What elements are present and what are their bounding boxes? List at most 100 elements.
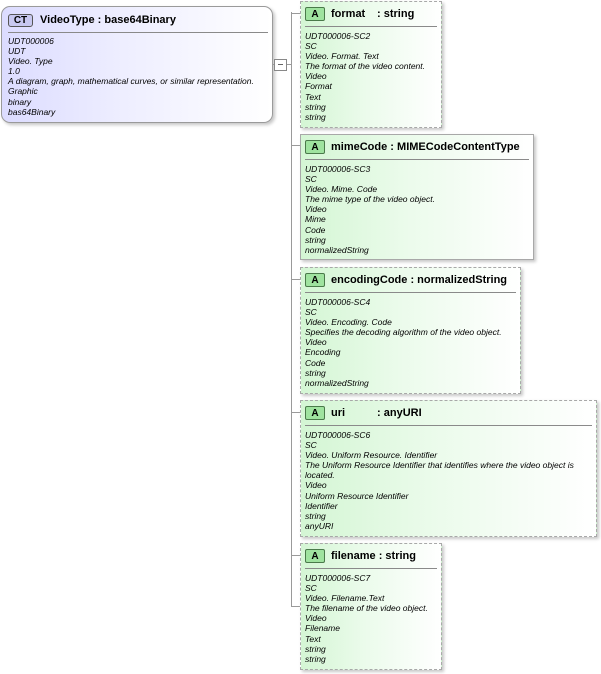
complex-type-name: VideoType	[40, 14, 95, 26]
annotation-line: normalizedString	[305, 377, 369, 388]
complex-type-annotations: UDT000006 UDT Video. Type 1.0 A diagram,…	[8, 36, 254, 117]
type-separator: :	[94, 14, 105, 26]
annotation-line: Code	[305, 224, 326, 235]
tree-trunk-line	[291, 12, 292, 607]
attribute-type: anyURI	[383, 407, 422, 419]
annotation-line: Video. Mime. Code	[305, 184, 378, 195]
annotation-line: UDT000006-SC4	[305, 297, 371, 307]
annotation-line: Video	[305, 204, 327, 215]
annotation-line: Video. Uniform Resource. Identifier	[305, 450, 438, 461]
annotation-line: UDT000006-SC7	[305, 573, 371, 583]
attribute-box-encodingcode[interactable]: A encodingCode : normalizedString UDT000…	[300, 267, 521, 394]
attribute-type: normalizedString	[417, 274, 508, 286]
attribute-type: string	[385, 550, 416, 562]
annotation-line: binary	[8, 96, 32, 107]
annotation-line: Filename	[305, 623, 340, 634]
annotation-line: The format of the video content.	[305, 61, 426, 72]
annotation-line: Code	[305, 357, 326, 368]
annotation-line: UDT	[8, 46, 26, 57]
annotation-line: Video. Encoding. Code	[305, 317, 392, 328]
complex-type-icon: CT	[8, 13, 33, 27]
annotation-line: Mime	[305, 214, 326, 225]
annotation-line: Video. Filename.Text	[305, 593, 385, 604]
annotation-line: string	[305, 101, 326, 112]
attribute-name: mimeCode	[331, 141, 388, 153]
annotation-line: The mime type of the video object.	[305, 194, 435, 205]
annotation-line: Video	[305, 337, 327, 348]
annotation-line: Text	[305, 91, 321, 102]
connector-line	[287, 64, 291, 65]
connector-line	[291, 412, 300, 413]
connector-line	[291, 555, 300, 556]
divider	[305, 568, 437, 569]
annotation-line: string	[305, 643, 326, 654]
attribute-icon: A	[305, 406, 325, 420]
attribute-box-mimecode[interactable]: A mimeCode : MIMECodeContentType UDT0000…	[300, 134, 534, 260]
annotation-line: Video	[305, 71, 327, 82]
complex-type-base: base64Binary	[104, 14, 176, 26]
connector-line	[291, 13, 300, 14]
divider	[305, 292, 516, 293]
annotation-line: UDT000006-SC2	[305, 31, 371, 41]
complex-type-box: CT VideoType : base64Binary UDT000006 UD…	[1, 6, 273, 123]
attribute-icon: A	[305, 140, 325, 154]
annotation-line: string	[305, 111, 326, 122]
annotation-line: string	[305, 653, 326, 664]
annotation-line: Format	[305, 81, 332, 92]
annotation-line: SC	[305, 583, 317, 594]
divider	[305, 159, 529, 160]
annotation-line: Graphic	[8, 86, 38, 97]
attribute-annotations: UDT000006-SC4 SC Video. Encoding. Code S…	[305, 297, 516, 388]
type-separator: :	[377, 407, 384, 419]
annotation-line: Uniform Resource Identifier	[305, 490, 409, 501]
annotation-line: UDT000006	[8, 36, 54, 46]
type-separator: :	[375, 550, 386, 562]
type-separator: :	[407, 274, 418, 286]
annotation-line: UDT000006-SC6	[305, 430, 371, 440]
annotation-line: 1.0	[8, 66, 20, 77]
attribute-annotations: UDT000006-SC7 SC Video. Filename.Text Th…	[305, 573, 437, 664]
attribute-annotations: UDT000006-SC6 SC Video. Uniform Resource…	[305, 430, 592, 531]
annotation-line: Video. Format. Text	[305, 51, 379, 62]
attribute-icon: A	[305, 549, 325, 563]
attribute-header: A format : string	[305, 6, 414, 22]
divider	[8, 32, 268, 33]
attribute-name: format	[331, 8, 366, 20]
annotation-line: The Uniform Resource Identifier that ide…	[305, 460, 574, 481]
attribute-icon: A	[305, 273, 325, 287]
attribute-header: A filename : string	[305, 548, 416, 564]
attribute-annotations: UDT000006-SC2 SC Video. Format. Text The…	[305, 31, 437, 122]
attribute-name: encodingCode	[331, 274, 408, 286]
complex-type-header: CT VideoType : base64Binary	[8, 12, 176, 28]
annotation-line: Video	[305, 613, 327, 624]
annotation-line: Encoding	[305, 347, 341, 358]
connector-line	[291, 606, 300, 607]
type-separator: :	[377, 8, 384, 20]
attribute-type: MIMECodeContentType	[397, 141, 520, 153]
annotation-line: UDT000006-SC3	[305, 164, 371, 174]
annotation-line: SC	[305, 440, 317, 451]
annotation-line: Specifies the decoding algorithm of the …	[305, 327, 502, 338]
connector-line	[291, 145, 300, 146]
attribute-icon: A	[305, 7, 325, 21]
attribute-name: filename	[331, 550, 376, 562]
annotation-line: The filename of the video object.	[305, 603, 428, 614]
attribute-type: string	[383, 8, 415, 20]
attribute-annotations: UDT000006-SC3 SC Video. Mime. Code The m…	[305, 164, 529, 255]
type-separator: :	[387, 141, 398, 153]
annotation-line: SC	[305, 174, 317, 185]
annotation-line: A diagram, graph, mathematical curves, o…	[8, 76, 254, 87]
annotation-line: Identifier	[305, 500, 338, 511]
collapse-icon	[278, 64, 283, 65]
attribute-name: uri	[331, 407, 346, 419]
attribute-box-format[interactable]: A format : string UDT000006-SC2 SC Video…	[300, 1, 442, 128]
attribute-header: A mimeCode : MIMECodeContentType	[305, 139, 520, 155]
annotation-line: bas64Binary	[8, 106, 56, 117]
annotation-line: Video	[305, 480, 327, 491]
annotation-line: string	[305, 510, 326, 521]
divider	[305, 26, 437, 27]
attribute-box-uri[interactable]: A uri : anyURI UDT000006-SC6 SC Video. U…	[300, 400, 597, 537]
attribute-box-filename[interactable]: A filename : string UDT000006-SC7 SC Vid…	[300, 543, 442, 670]
annotation-line: SC	[305, 307, 317, 318]
attribute-group-connector[interactable]	[274, 59, 287, 71]
